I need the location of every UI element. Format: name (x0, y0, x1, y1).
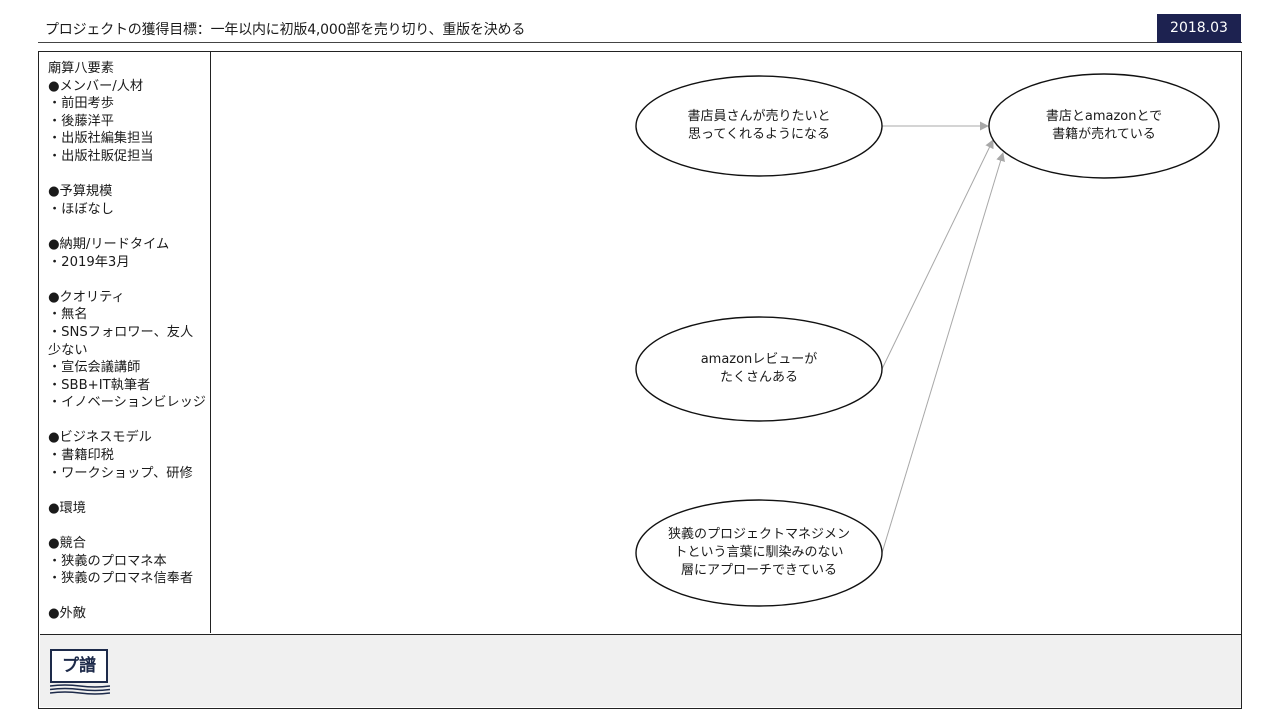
sidebar-section-heading: ●競合 (48, 536, 86, 552)
sidebar-line: ・出版社販促担当 (48, 148, 154, 164)
sidebar-line: ・SNSフォロワー、友人 (48, 324, 194, 340)
sidebar-line: ・書籍印税 (48, 448, 114, 464)
sidebar-line: ・SBB+IT執筆者 (48, 377, 151, 393)
footer-bar (39, 634, 1241, 707)
sidebar-line: ・イノベーションビレッジ (48, 395, 206, 411)
sidebar-line: ・宣伝会議講師 (48, 360, 141, 376)
sidebar-section-heading: ●外敵 (48, 606, 86, 622)
sidebar-line: ・ワークショップ、研修 (48, 465, 193, 481)
node-bookstore (635, 75, 883, 177)
sidebar-line: ・狭義のプロマネ信奉者 (48, 571, 194, 587)
node-label-bookstore: 書店員さんが売りたいと 思ってくれるようになる (687, 109, 831, 142)
sidebar-section-heading: ●納期/リードタイム (48, 236, 170, 252)
sidebar-line: ・狭義のプロマネ本 (48, 553, 167, 569)
sidebar-line: ・後藤洋平 (48, 113, 114, 129)
edge-audience-to-goal (881, 152, 1005, 554)
sidebar-line: ・ほぼなし (48, 201, 114, 217)
logo: プ譜 (50, 649, 110, 695)
sidebar-line: 廟算八要素 (48, 61, 114, 76)
sidebar-section-heading: ●クオリティ (48, 289, 125, 305)
header-divider (38, 42, 1242, 43)
sidebar-line: ・無名 (48, 307, 88, 323)
node-label-audience: 狭義のプロジェクトマネジメン トという言葉に馴染みのない 層にアプローチできてい… (667, 527, 851, 578)
sidebar-section-heading: ●ビジネスモデル (48, 430, 152, 446)
node-label-reviews: amazonレビューが たくさんある (700, 352, 818, 385)
sidebar-line: ・出版社編集担当 (48, 131, 154, 147)
sidebar-section-heading: ●環境 (48, 500, 86, 516)
sidebar-section-heading: ●メンバー/人材 (48, 78, 144, 94)
sidebar-line: ・2019年3月 (48, 254, 130, 270)
sidebar-line: 少ない (48, 342, 88, 358)
node-audience (635, 499, 883, 607)
sidebar-eight-elements: 廟算八要素 ●メンバー/人材・前田考歩・後藤洋平・出版社編集担当・出版社販促担当 ●… (38, 52, 211, 633)
node-reviews (635, 316, 883, 422)
sidebar-section-heading: ●予算規模 (48, 184, 113, 200)
page-title: プロジェクトの獲得目標：一年以内に初版4,000部を売り切り、重版を決める (45, 22, 526, 38)
edge-reviews-to-goal (881, 139, 994, 370)
sidebar-line: ・前田考歩 (48, 96, 114, 112)
node-label-goal: 書店とamazonとで 書籍が売れている (1045, 109, 1163, 142)
node-goal (988, 73, 1220, 179)
date-badge: 2018.03 (1157, 14, 1241, 43)
content-frame (38, 51, 1242, 709)
logo-waves-icon (50, 684, 110, 695)
logo-text: プ譜 (50, 649, 108, 683)
